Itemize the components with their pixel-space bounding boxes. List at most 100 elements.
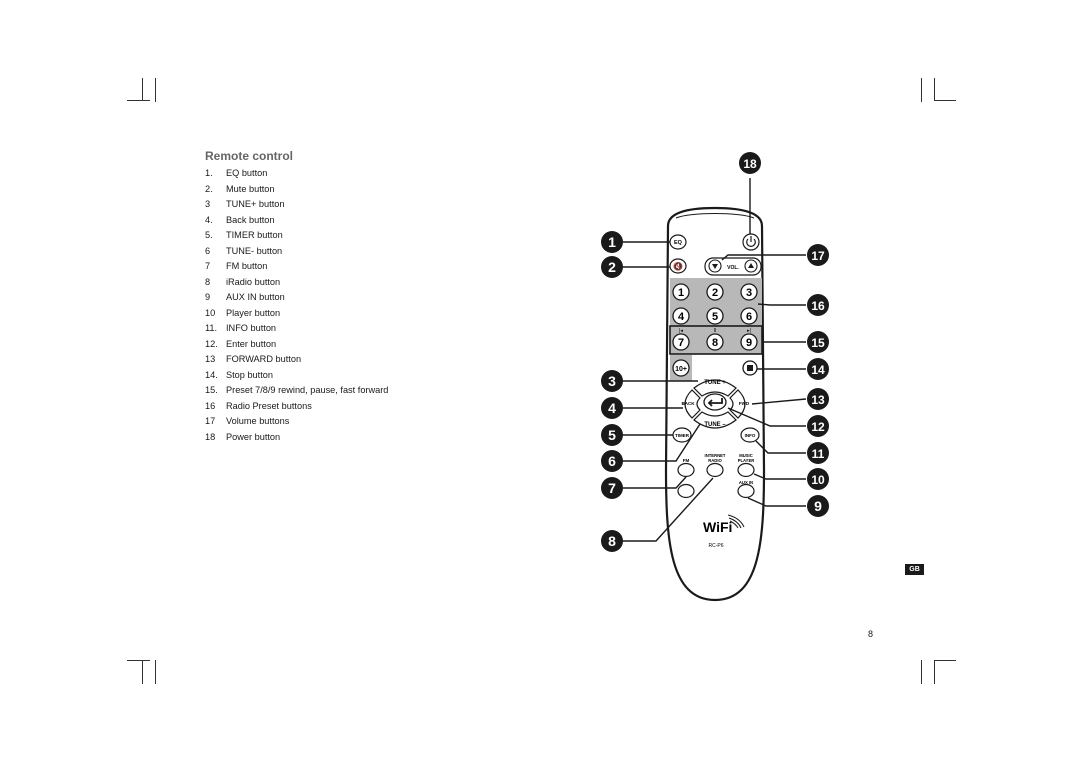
callout-4-label: 4 bbox=[608, 400, 616, 416]
preset-key-8-label: 8 bbox=[712, 337, 718, 349]
preset-key-5-label: 5 bbox=[712, 311, 718, 323]
wifi-waves-icon bbox=[727, 514, 745, 529]
preset-key-8[interactable] bbox=[706, 333, 724, 351]
volume-down-icon bbox=[712, 264, 718, 269]
tune-minus-key-label: TUNE – bbox=[704, 422, 726, 428]
aux-in-key[interactable] bbox=[737, 483, 755, 499]
callout-11-label: 11 bbox=[812, 447, 825, 461]
list-item: 1.EQ button bbox=[205, 168, 268, 178]
tune-plus-key[interactable] bbox=[693, 379, 737, 397]
iradio-key[interactable] bbox=[706, 462, 724, 478]
callout-7 bbox=[601, 477, 623, 499]
callout-14 bbox=[807, 358, 829, 380]
wifi-logo: WiFi bbox=[703, 519, 732, 535]
preset-key-5[interactable] bbox=[706, 307, 724, 325]
callout-12-label: 12 bbox=[811, 420, 825, 434]
callout-12 bbox=[807, 415, 829, 437]
callout-18 bbox=[739, 152, 761, 174]
enter-icon bbox=[707, 398, 723, 407]
list-item: 4.Back button bbox=[205, 214, 275, 225]
callout-9-label: 9 bbox=[814, 498, 822, 514]
preset-key-2[interactable] bbox=[706, 283, 724, 301]
stop-icon bbox=[747, 365, 753, 371]
ten-plus-key[interactable] bbox=[672, 359, 690, 377]
blank-key[interactable] bbox=[677, 483, 695, 499]
crop-mark bbox=[142, 78, 143, 100]
callout-6-label: 6 bbox=[608, 453, 616, 469]
callout-line-12 bbox=[727, 407, 806, 427]
tune-minus-key[interactable] bbox=[693, 411, 737, 429]
crop-mark bbox=[934, 660, 956, 661]
back-key-label: BACK bbox=[682, 401, 696, 406]
preset-key-9[interactable] bbox=[740, 333, 758, 351]
pause-icon: II bbox=[714, 328, 717, 334]
fm-key[interactable] bbox=[677, 462, 695, 478]
callout-8-label: 8 bbox=[608, 533, 616, 549]
crop-mark bbox=[127, 660, 150, 661]
crop-mark bbox=[921, 78, 922, 102]
callout-2 bbox=[601, 256, 623, 278]
player-label-line2: PLAYER bbox=[738, 458, 755, 463]
player-key[interactable] bbox=[737, 462, 755, 478]
preset-key-9-label: 9 bbox=[746, 337, 752, 349]
crop-mark bbox=[142, 660, 143, 684]
model-label: RC-P6 bbox=[708, 543, 723, 549]
section-title: Remote control bbox=[205, 149, 294, 163]
preset-key-4[interactable] bbox=[672, 307, 690, 325]
enter-key[interactable] bbox=[703, 393, 727, 411]
crop-mark bbox=[155, 660, 156, 684]
preset-key-1[interactable] bbox=[672, 283, 690, 301]
info-key[interactable] bbox=[740, 427, 760, 443]
callout-17 bbox=[807, 244, 829, 266]
callout-7-label: 7 bbox=[608, 480, 616, 496]
rewind-icon: |◂ bbox=[679, 328, 683, 334]
remote-top-edge bbox=[675, 213, 755, 219]
eq-key-label: EQ bbox=[674, 240, 683, 246]
back-key[interactable] bbox=[684, 389, 701, 419]
callout-4 bbox=[601, 397, 623, 419]
list-item: 15.Preset 7/8/9 rewind, pause, fast forw… bbox=[205, 385, 389, 395]
preset-key-2-label: 2 bbox=[712, 287, 718, 299]
preset-key-6-label: 6 bbox=[746, 311, 752, 323]
timer-key-label: TIMER bbox=[675, 433, 690, 438]
callout-11 bbox=[807, 442, 829, 464]
mute-key[interactable] bbox=[669, 258, 687, 274]
crop-mark bbox=[934, 100, 956, 101]
callout-line-10 bbox=[753, 473, 806, 480]
callout-line-6 bbox=[623, 423, 701, 462]
callout-3-label: 3 bbox=[608, 373, 616, 389]
list-item: 5.TIMER button bbox=[205, 230, 283, 240]
callout-17-label: 17 bbox=[811, 249, 825, 263]
iradio-label-line2: RADIO bbox=[708, 458, 722, 463]
preset-key-7-label: 7 bbox=[678, 337, 684, 349]
language-badge: GB bbox=[905, 564, 924, 575]
callout-1 bbox=[601, 231, 623, 253]
callout-15-label: 15 bbox=[811, 336, 825, 350]
preset-key-6[interactable] bbox=[740, 307, 758, 325]
callout-line-17 bbox=[721, 254, 806, 261]
callout-14-label: 14 bbox=[811, 363, 825, 377]
preset-key-3[interactable] bbox=[740, 283, 758, 301]
callout-line-13 bbox=[751, 398, 807, 405]
preset-key-7[interactable] bbox=[672, 333, 690, 351]
callout-3 bbox=[601, 370, 623, 392]
preset-key-3-label: 3 bbox=[746, 287, 752, 299]
callout-13 bbox=[807, 388, 829, 410]
preset-key-4-label: 4 bbox=[678, 311, 685, 323]
volume-up-icon bbox=[748, 263, 754, 268]
callout-8 bbox=[601, 530, 623, 552]
callout-line-16 bbox=[757, 303, 806, 306]
ten-plus-key-label: 10+ bbox=[675, 366, 687, 373]
callout-16 bbox=[807, 294, 829, 316]
callout-line-9 bbox=[747, 497, 806, 507]
callout-5-label: 5 bbox=[608, 427, 616, 443]
crop-mark bbox=[934, 78, 935, 100]
list-item: 2.Mute button bbox=[205, 183, 275, 194]
